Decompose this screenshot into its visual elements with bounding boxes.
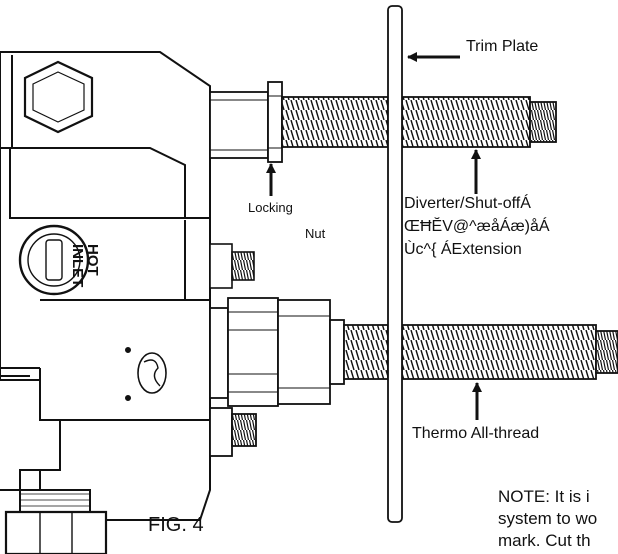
locking-label: Locking xyxy=(248,200,293,215)
note-line1: NOTE: It is i xyxy=(498,487,590,506)
trim-plate-label: Trim Plate xyxy=(466,38,539,55)
hot-inlet-label: HOT INLET xyxy=(69,244,101,288)
callout-arrows xyxy=(266,52,482,420)
note-line2: system to wo xyxy=(498,509,598,528)
middle-stem xyxy=(209,243,255,289)
nut-label: Nut xyxy=(305,226,326,241)
hot-label: HOT xyxy=(84,244,101,276)
thermo-label: Thermo All-thread xyxy=(412,425,540,442)
figure-label: FIG. 4 xyxy=(148,514,204,536)
diverter-stem-assembly xyxy=(209,81,557,163)
diverter-label-line3: Ùc^{ ÁExtension xyxy=(404,241,522,258)
diverter-label-line2: ŒĦĔV@^æåÁæ)åÁ xyxy=(404,218,550,235)
trim-plate xyxy=(387,5,403,523)
inlet-label: INLET xyxy=(69,244,86,288)
valve-body xyxy=(0,51,211,554)
diverter-label-line1: Diverter/Shut-offÁ xyxy=(404,195,531,212)
note-line3: mark. Cut th xyxy=(498,531,591,550)
